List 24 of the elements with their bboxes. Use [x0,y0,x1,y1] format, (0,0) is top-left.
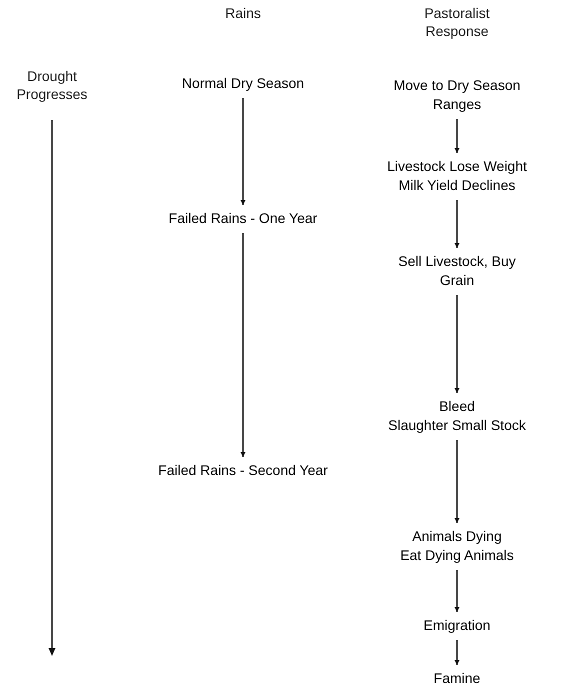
arrow [454,200,460,248]
column-heading: Drought Progresses [16,67,88,103]
step-text: Sell Livestock, Buy Grain [397,252,517,290]
step-text: Livestock Lose Weight [387,157,527,176]
arrow [454,119,460,153]
step-text: Animals Dying [412,527,502,546]
arrow [240,233,246,457]
column-heading: Rains [224,4,262,22]
step-text: Bleed [439,397,475,416]
step-text: Failed Rains - Second Year [158,461,328,480]
arrow [454,640,460,665]
step-text: Emigration [424,616,490,635]
arrow [454,570,460,612]
column-heading: Pastoralist Response [423,4,491,40]
step-text: Move to Dry Season Ranges [392,76,522,114]
step-text: Slaughter Small Stock [388,416,526,435]
arrow [240,98,246,205]
arrow [454,295,460,393]
step-text: Milk Yield Declines [398,176,516,195]
arrow [454,440,460,523]
step-text: Eat Dying Animals [400,546,514,565]
step-text: Failed Rains - One Year [168,209,318,228]
step-text: Famine [434,669,480,688]
step-text: Normal Dry Season [182,74,304,93]
